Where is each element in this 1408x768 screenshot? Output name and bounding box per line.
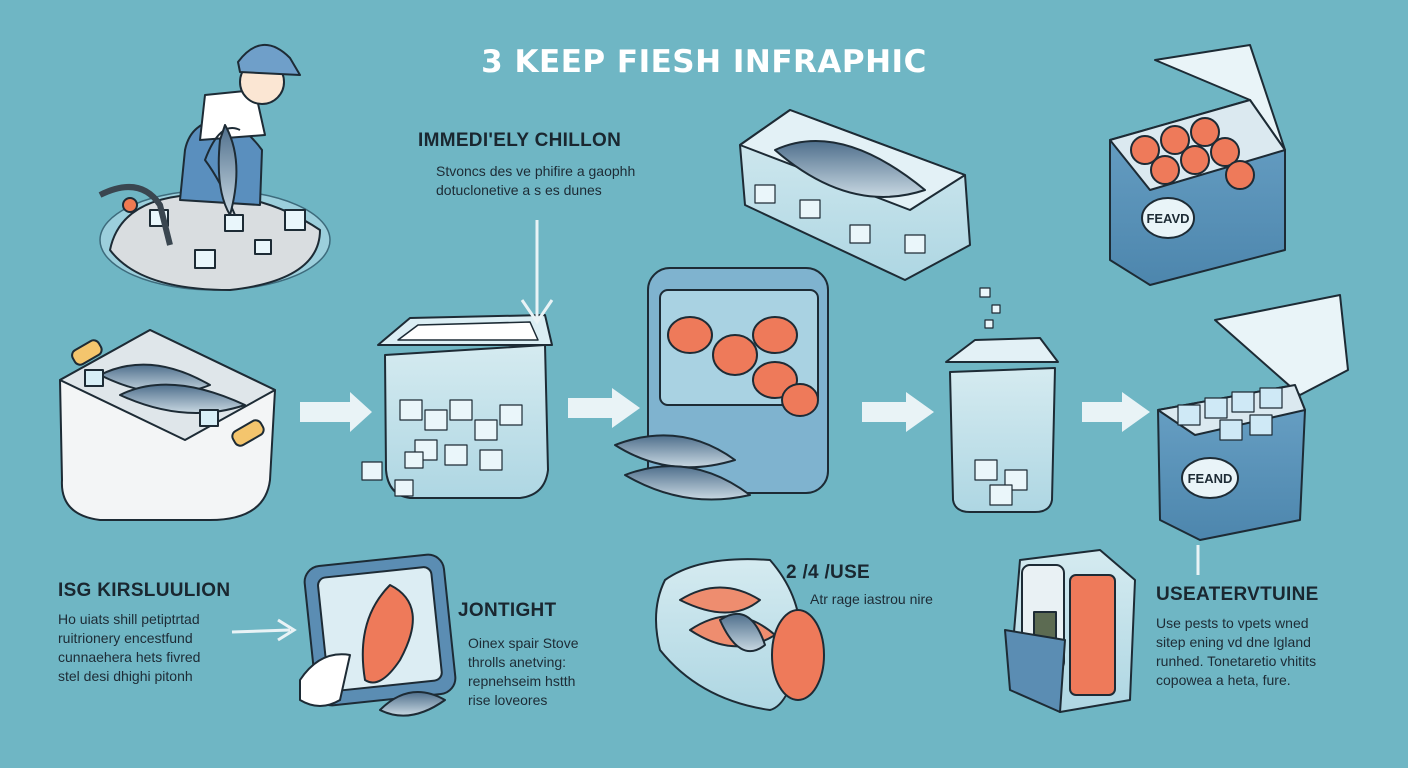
section-center: 2 /4 /USE Atr rage iastrou nire [786,562,933,609]
section-left-line: ruitrionery encestfund [58,630,193,646]
section-right-line: copowea a heta, fure. [1156,672,1291,688]
cooler-ice-icon: FEAND [1157,294,1349,541]
cooler-bottom-label: FEAND [1188,471,1233,486]
glass-container-icon [361,314,553,499]
section-middle-line: repnehseim hstth [468,673,576,689]
tablet-fish-icon [299,553,457,717]
section-center-body: Atr rage iastrou nire [810,590,933,609]
glass-jar-icon [945,287,1059,513]
infographic-title: 3 KEEP FIESH INFRAPHIC [481,44,927,80]
section-right-heading: USEATERVTUINE [1156,584,1319,605]
arrow-down-icon [520,220,554,325]
section-middle-body: Oinex spair Stove throlls anetving: repn… [468,634,579,710]
section-left-line: stel desi dhighi pitonh [58,668,193,684]
section-right-line: runhed. Tonetaretio vhitits [1156,653,1317,669]
ice-bucket-icon [59,329,276,521]
section-middle-line: throlls anetving: [468,654,567,670]
section-middle-line: Oinex spair Stove [468,635,579,651]
section-left-body: Ho uiats shill petiptrtad ruitrionery en… [58,610,230,686]
section-center-line: Atr rage iastrou nire [810,591,933,607]
glass-tray-icon [739,109,971,281]
arrow-right-small-icon [231,618,297,642]
section-top-line: dotuclonetive a s es dunes [436,182,602,198]
section-top-heading: IMMEDI'ELY CHILLON [418,130,622,151]
cooler-top-label: FEAVD [1146,211,1189,226]
section-right: USEATERVTUINE Use pests to vpets wned si… [1156,584,1319,690]
section-middle-line: rise loveores [468,692,548,708]
section-top-line: Stvoncs des ve phifire a gaophh [436,163,636,179]
storage-bag-icon [1004,549,1136,713]
section-left-line: cunnaehera hets fivred [58,649,201,665]
arrow-right-icon [300,388,1150,432]
section-right-body: Use pests to vpets wned sitep ening vd d… [1156,614,1319,690]
section-right-line: Use pests to vpets wned [1156,615,1309,631]
tray-fish-icon [614,267,829,501]
section-top: IMMEDI'ELY CHILLON Stvoncs des ve phifir… [418,130,635,200]
section-right-line: sitep ening vd dne lgland [1156,634,1311,650]
section-middle-heading: JONTIGHT [458,600,557,621]
section-left-line: Ho uiats shill petiptrtad [58,611,200,627]
fisherman-icon [98,43,331,291]
cooler-icon: FEAVD [1109,44,1286,286]
section-middle: JONTIGHT Oinex spair Stove throlls anetv… [458,600,579,710]
section-center-heading: 2 /4 /USE [786,562,871,583]
section-left-heading: ISG KIRSLUULION [58,580,231,601]
section-top-body: Stvoncs des ve phifire a gaophh dotuclon… [436,162,635,200]
section-left: ISG KIRSLUULION Ho uiats shill petiptrta… [58,580,230,686]
